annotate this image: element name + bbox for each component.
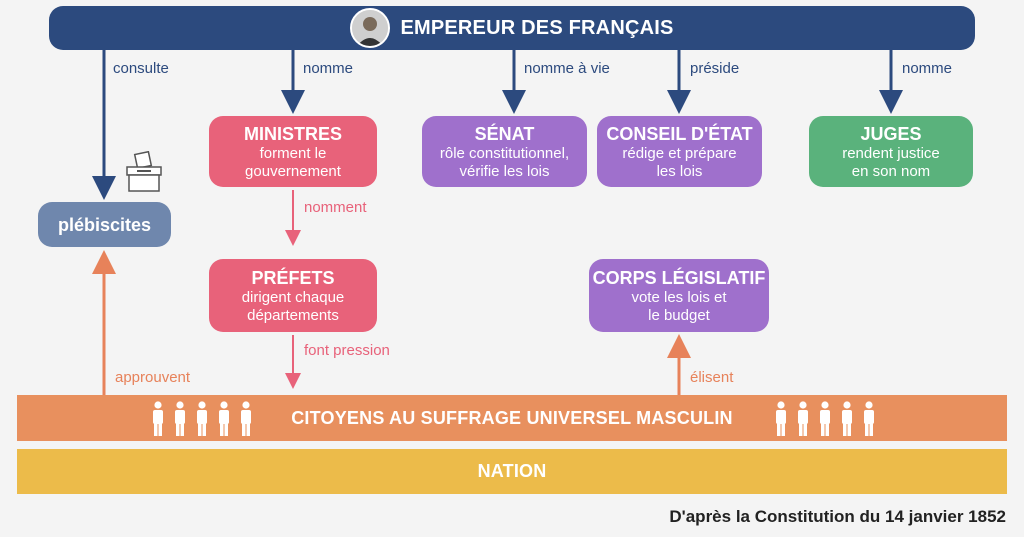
prefets-box: PRÉFETS dirigent chaque départements <box>209 259 377 332</box>
juges-title: JUGES <box>860 123 922 144</box>
juges-desc: rendent justice en son nom <box>842 144 940 180</box>
ballot-box-icon <box>126 151 162 192</box>
senat-title: SÉNAT <box>474 123 535 144</box>
conseil-desc: rédige et prépare les lois <box>622 144 737 180</box>
label-nomment: nomment <box>304 199 367 216</box>
people-group-left <box>150 401 254 437</box>
corps-box: CORPS LÉGISLATIF vote les lois et le bud… <box>589 259 769 332</box>
portrait-icon <box>350 8 391 48</box>
plebiscites-title: plébiscites <box>57 214 152 235</box>
person-icon <box>172 401 188 437</box>
emperor-bar: EMPEREUR DES FRANÇAIS <box>49 6 975 50</box>
corps-desc: vote les lois et le budget <box>631 288 727 324</box>
person-icon <box>817 401 833 437</box>
citizens-title: CITOYENS AU SUFFRAGE UNIVERSEL MASCULIN <box>291 407 733 428</box>
label-font-pression: font pression <box>304 342 390 359</box>
nation-title: NATION <box>477 461 547 481</box>
plebiscites-box: plébiscites <box>38 202 171 247</box>
senat-box: SÉNAT rôle constitutionnel, vérifie les … <box>422 116 587 187</box>
nation-bar: NATION <box>17 449 1007 494</box>
person-icon <box>773 401 789 437</box>
emperor-title: EMPEREUR DES FRANÇAIS <box>400 16 674 39</box>
label-consulte: consulte <box>113 60 169 77</box>
juges-box: JUGES rendent justice en son nom <box>809 116 973 187</box>
prefets-desc: dirigent chaque départements <box>241 288 345 324</box>
person-icon <box>861 401 877 437</box>
person-icon <box>150 401 166 437</box>
person-icon <box>238 401 254 437</box>
conseil-box: CONSEIL D'ÉTAT rédige et prépare les loi… <box>597 116 762 187</box>
person-icon <box>216 401 232 437</box>
person-icon <box>194 401 210 437</box>
conseil-title: CONSEIL D'ÉTAT <box>606 123 753 144</box>
label-preside: préside <box>690 60 740 77</box>
label-approuvent: approuvent <box>115 369 191 386</box>
person-icon <box>795 401 811 437</box>
senat-desc: rôle constitutionnel, vérifie les lois <box>439 144 570 180</box>
ministres-desc: forment le gouvernement <box>245 144 341 180</box>
label-elisent: élisent <box>690 369 734 386</box>
ministres-box: MINISTRES forment le gouvernement <box>209 116 377 187</box>
label-nomme-juges: nomme <box>902 60 953 77</box>
corps-title: CORPS LÉGISLATIF <box>592 267 766 288</box>
people-group-right <box>773 401 877 437</box>
label-nomme-ministres: nomme <box>303 60 354 77</box>
person-icon <box>839 401 855 437</box>
prefets-title: PRÉFETS <box>251 267 335 288</box>
label-nomme-a-vie: nomme à vie <box>524 60 610 77</box>
ministres-title: MINISTRES <box>243 123 342 144</box>
source-caption: D'après la Constitution du 14 janvier 18… <box>669 507 1006 526</box>
